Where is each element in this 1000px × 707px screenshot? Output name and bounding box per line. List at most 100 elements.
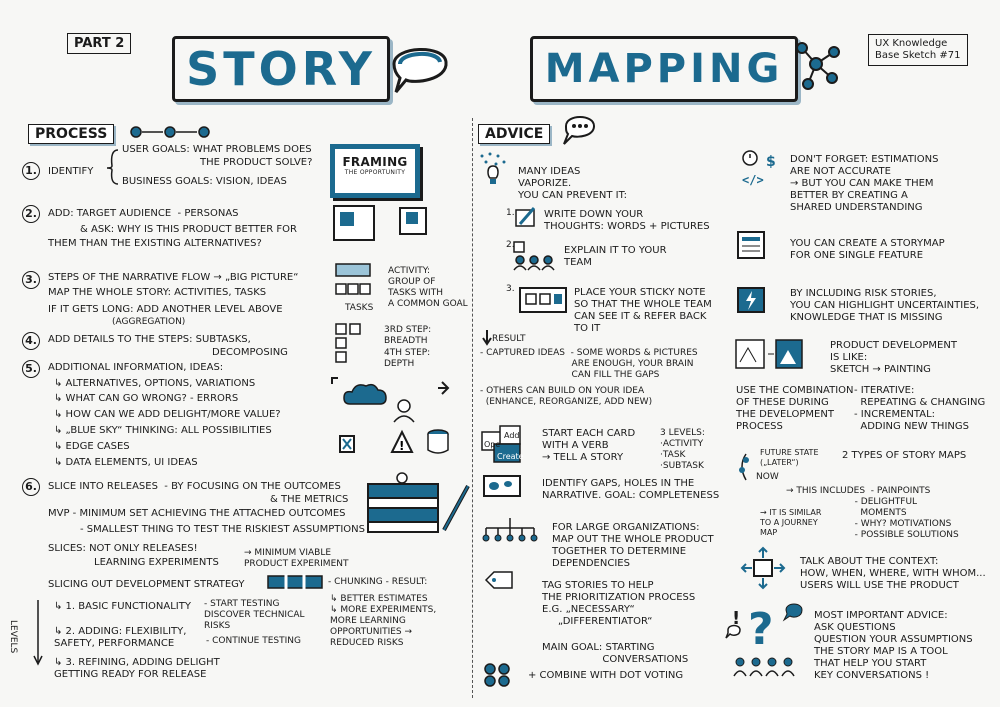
step-1-number: 1. <box>22 162 40 180</box>
sticky-add: Add <box>504 431 520 440</box>
advice-item-2: EXPLAIN IT TO YOUR TEAM <box>564 245 667 268</box>
level-2: ↳ 2. ADDING: FLEXIBILITY, SAFETY, PERFOR… <box>54 626 187 649</box>
step4-depth: 4th STEP: DEPTH <box>384 348 431 369</box>
svg-text:?: ? <box>748 604 774 655</box>
step-3-line-2: MAP THE WHOLE STORY: ACTIVITIES, TASKS <box>48 287 267 298</box>
includes: → THIS INCLUDES - PAINPOINTS - DELIGHTFU… <box>786 486 959 540</box>
step-2-line-2: & ASK: WHY IS THIS PRODUCT BETTER FOR <box>80 224 297 235</box>
persona-cards-icon <box>333 205 427 241</box>
combination: USE THE COMBINATION OF THESE DURING THE … <box>736 385 854 432</box>
sticky-create: Create <box>497 452 524 461</box>
single-feature: YOU CAN CREATE A STORYMAP FOR ONE SINGLE… <box>790 238 945 261</box>
slices-line-1: SLICES: NOT ONLY RELEASES! <box>48 543 198 554</box>
main-goal: MAIN GOAL: STARTING CONVERSATIONS <box>542 642 689 665</box>
tasks-label: TASKS <box>345 303 374 313</box>
levels-label: LEVELS <box>8 620 18 654</box>
brace-icon <box>106 149 119 185</box>
step-1-line-2: THE PRODUCT SOLVE? <box>200 157 313 168</box>
title-mapping: MAPPING <box>530 36 798 102</box>
step-5-line-1: ADDITIONAL INFORMATION, IDEAS: <box>48 362 224 373</box>
step-5-line-6: ↳ EDGE CASES <box>54 441 130 452</box>
question-icon: ? ! <box>725 603 803 677</box>
process-heading: PROCESS <box>28 124 115 144</box>
svg-text:!: ! <box>732 608 740 629</box>
identify-gaps: IDENTIFY GAPS, HOLES IN THE NARRATIVE. G… <box>542 478 720 501</box>
step-4-line-2: DECOMPOSING <box>212 347 288 358</box>
team-icon <box>513 241 555 271</box>
two-types: 2 TYPES OF STORY MAPS <box>842 450 967 461</box>
step-1-label: IDENTIFY <box>48 166 94 177</box>
step-5-number: 5. <box>22 360 40 378</box>
now-label: NOW <box>756 472 779 482</box>
slices-line-2: LEARNING EXPERIMENTS <box>94 557 219 568</box>
step-1-line-1: USER GOALS: WHAT PROBLEMS DOES <box>122 144 312 155</box>
step-6-line-2: & THE METRICS <box>270 494 349 505</box>
process-flow-icon <box>130 126 210 138</box>
ideas-icons: ! <box>331 377 450 454</box>
framing-title: FRAMING <box>342 155 408 169</box>
step-5-line-7: ↳ DATA ELEMENTS, UI IDEAS <box>54 457 198 468</box>
gaps-icon <box>483 475 521 497</box>
step-2-line-1: ADD: TARGET AUDIENCE - PERSONAS <box>48 208 239 219</box>
step-4-line-1: ADD DETAILS TO THE STEPS: SUBTASKS, <box>48 334 251 345</box>
svg-text:$: $ <box>766 154 776 170</box>
dot-voting: + COMBINE WITH DOT VOTING <box>528 670 684 681</box>
write-icon <box>515 207 536 227</box>
sticky-ope: Ope <box>484 440 501 449</box>
estimation-icon: $ </> <box>742 150 776 187</box>
network-icon <box>796 42 840 90</box>
advice-item-3-number: 3. <box>506 284 515 294</box>
framing-box: FRAMING THE OPPORTUNITY <box>330 144 420 198</box>
step-5-line-5: ↳ „BLUE SKY“ THINKING: ALL POSSIBILITIES <box>54 425 272 436</box>
step-6-number: 6. <box>22 478 40 496</box>
lightbulb-icon <box>480 152 506 184</box>
level-2-note: - CONTINUE TESTING <box>206 636 301 646</box>
tag-icon <box>484 571 513 589</box>
step-6-line-1: SLICE INTO RELEASES - BY FOCUSING ON THE… <box>48 481 341 492</box>
journey-map: → IT IS SIMILAR TO A JOURNEY MAP <box>760 508 822 537</box>
dot-voting-icon <box>484 663 510 687</box>
step-4-number: 4. <box>22 332 40 350</box>
context: TALK ABOUT THE CONTEXT: HOW, WHEN, WHERE… <box>800 556 986 591</box>
risk-icon <box>737 287 765 313</box>
level-3: ↳ 3. REFINING, ADDING DELIGHT GETTING RE… <box>54 657 220 680</box>
part-label: PART 2 <box>67 33 132 54</box>
board-icon <box>519 287 567 313</box>
estimations: DON'T FORGET: ESTIMATIONS ARE NOT ACCURA… <box>790 154 939 213</box>
step-5-line-2: ↳ ALTERNATIVES, OPTIONS, VARIATIONS <box>54 378 256 389</box>
risk-stories: BY INCLUDING RISK STORIES, YOU CAN HIGHL… <box>790 288 980 323</box>
chunk-icon <box>267 574 323 590</box>
framing-subtitle: THE OPPORTUNITY <box>344 169 406 176</box>
step-5-line-4: ↳ HOW CAN WE ADD DELIGHT/MORE VALUE? <box>54 409 281 420</box>
activity-label: ACTIVITY: GROUP OF TASKS WITH A COMMON G… <box>388 266 468 309</box>
step-3-line-4: (AGGREGATION) <box>112 317 186 327</box>
product-development: PRODUCT DEVELOPMENT IS LIKE: SKETCH → PA… <box>830 340 957 375</box>
feature-icon <box>737 231 765 259</box>
step-2-line-3: THEM THAN THE EXISTING ALTERNATIVES? <box>48 238 262 249</box>
tag-stories: TAG STORIES TO HELP THE PRIORITIZATION P… <box>542 580 696 627</box>
step-3-line-3: IF IT GETS LONG: ADD ANOTHER LEVEL ABOVE <box>48 304 283 315</box>
others-build: - OTHERS CAN BUILD ON YOUR IDEA (ENHANCE… <box>480 386 653 407</box>
level-1: ↳ 1. BASIC FUNCTIONALITY <box>54 601 191 612</box>
advice-item-2-number: 2. <box>506 240 515 250</box>
result-label: RESULT <box>492 334 526 344</box>
advice-item-3: PLACE YOUR STICKY NOTE SO THAT THE WHOLE… <box>574 287 712 334</box>
card-verb: START EACH CARD WITH A VERB → TELL A STO… <box>542 428 636 463</box>
advice-item-1-number: 1. <box>506 208 515 218</box>
svg-text:</>: </> <box>742 173 764 187</box>
knowledge-base-badge: UX Knowledge Base Sketch #71 <box>868 34 968 66</box>
mvp-line-2: - SMALLEST THING TO TEST THE RISKIEST AS… <box>80 524 366 535</box>
three-levels: 3 LEVELS: ·ACTIVITY ·TASK ·SUBTASK <box>660 428 705 471</box>
sticky-notes-icon <box>481 425 521 463</box>
column-divider <box>472 118 473 698</box>
sketch-painting-icon <box>735 339 803 369</box>
step-3-line-1: STEPS OF THE NARRATIVE FLOW → „BIG PICTU… <box>48 272 299 283</box>
chunk-results: ↳ BETTER ESTIMATES ↳ MORE EXPERIMENTS, M… <box>330 594 437 648</box>
step-5-line-3: ↳ WHAT CAN GO WRONG? - ERRORS <box>54 393 239 404</box>
levels-arrow <box>33 600 43 666</box>
level-1-note: - START TESTING DISCOVER TECHNICAL RISKS <box>204 599 305 631</box>
mvp-expansion: → MINIMUM VIABLE PRODUCT EXPERIMENT <box>244 548 349 569</box>
svg-text:!: ! <box>399 439 404 453</box>
timeline-icon <box>739 453 749 481</box>
captured-ideas: - CAPTURED IDEAS - SOME WORDS & PICTURES… <box>480 348 698 380</box>
